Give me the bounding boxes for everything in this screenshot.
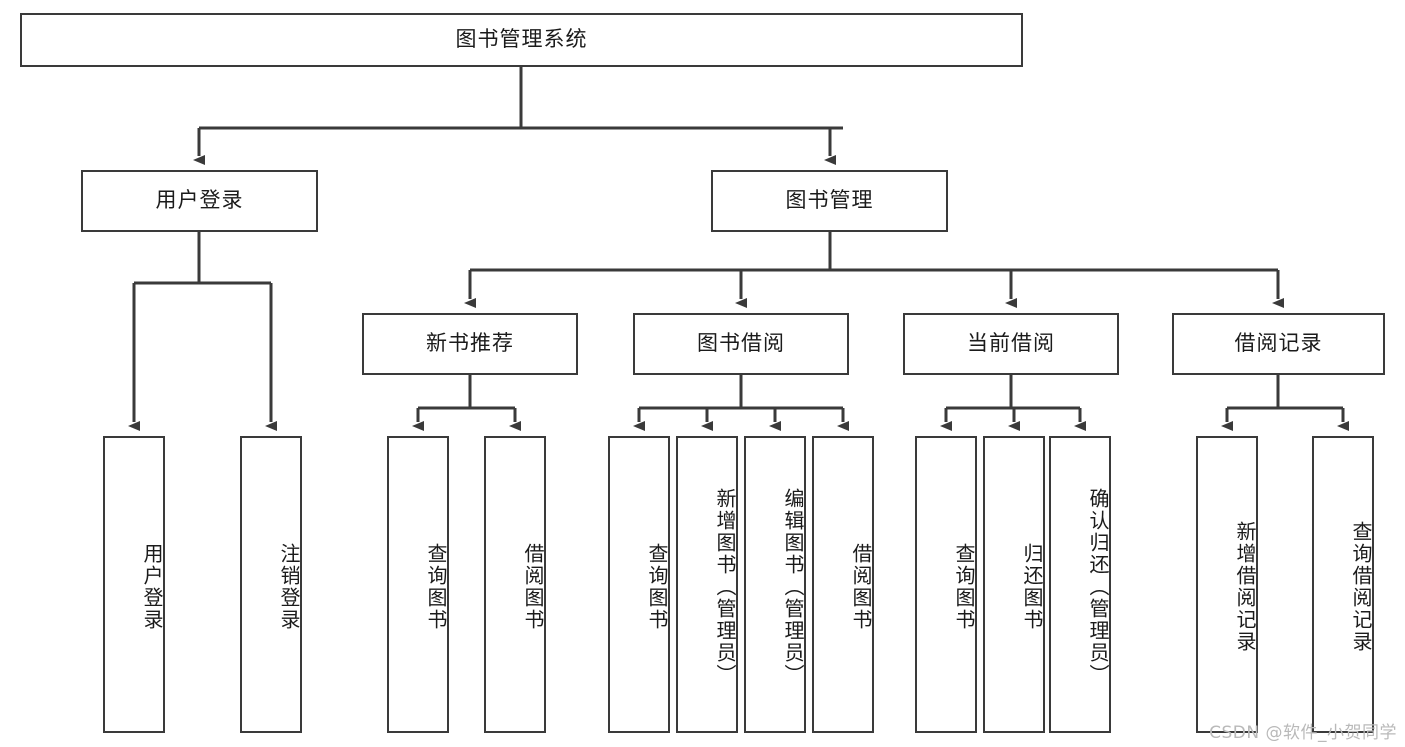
node-leaf-logout-label: 注销登录 xyxy=(277,542,301,631)
node-book-manage-label: 图书管理 xyxy=(785,188,874,213)
node-leaf-user-login-label: 用户登录 xyxy=(140,542,164,631)
node-leaf-query-record-label: 查询借阅记录 xyxy=(1349,520,1373,653)
node-root[interactable]: 图书管理系统 xyxy=(20,13,1023,67)
node-leaf-logout[interactable]: 注销登录 xyxy=(240,436,302,733)
node-root-label: 图书管理系统 xyxy=(455,27,588,52)
node-leaf-borrow-book[interactable]: 借阅图书 xyxy=(812,436,874,733)
node-leaf-add-book[interactable]: 新增图书（管理员） xyxy=(676,436,738,733)
node-leaf-query-record[interactable]: 查询借阅记录 xyxy=(1312,436,1374,733)
node-leaf-borrow-book-rec-label: 借阅图书 xyxy=(521,542,545,631)
node-book-manage[interactable]: 图书管理 xyxy=(711,170,948,232)
node-leaf-borrow-book-label: 借阅图书 xyxy=(849,542,873,631)
node-leaf-user-login[interactable]: 用户登录 xyxy=(103,436,165,733)
node-leaf-return-book-label: 归还图书 xyxy=(1020,542,1044,631)
node-leaf-confirm-return-label: 确认归还（管理员） xyxy=(1086,487,1110,686)
node-leaf-confirm-return[interactable]: 确认归还（管理员） xyxy=(1049,436,1111,733)
node-leaf-borrow-book-rec[interactable]: 借阅图书 xyxy=(484,436,546,733)
node-book-borrow[interactable]: 图书借阅 xyxy=(633,313,849,375)
node-new-book-recommend-label: 新书推荐 xyxy=(426,331,514,356)
node-leaf-add-record-label: 新增借阅记录 xyxy=(1233,520,1257,653)
node-borrow-record-label: 借阅记录 xyxy=(1234,331,1323,356)
node-borrow-record[interactable]: 借阅记录 xyxy=(1172,313,1385,375)
node-leaf-add-book-label: 新增图书（管理员） xyxy=(713,487,737,686)
node-current-borrow-label: 当前借阅 xyxy=(967,331,1055,356)
node-leaf-edit-book[interactable]: 编辑图书（管理员） xyxy=(744,436,806,733)
node-leaf-query-book-cur[interactable]: 查询图书 xyxy=(915,436,977,733)
node-current-borrow[interactable]: 当前借阅 xyxy=(903,313,1119,375)
node-user-login[interactable]: 用户登录 xyxy=(81,170,318,232)
node-leaf-query-book-rec-label: 查询图书 xyxy=(424,542,448,631)
node-leaf-query-book-cur-label: 查询图书 xyxy=(952,542,976,631)
node-leaf-query-book-rec[interactable]: 查询图书 xyxy=(387,436,449,733)
node-leaf-add-record[interactable]: 新增借阅记录 xyxy=(1196,436,1258,733)
node-leaf-edit-book-label: 编辑图书（管理员） xyxy=(781,487,805,686)
node-leaf-query-book[interactable]: 查询图书 xyxy=(608,436,670,733)
node-new-book-recommend[interactable]: 新书推荐 xyxy=(362,313,578,375)
node-leaf-return-book[interactable]: 归还图书 xyxy=(983,436,1045,733)
node-user-login-label: 用户登录 xyxy=(155,188,244,213)
node-leaf-query-book-label: 查询图书 xyxy=(645,542,669,631)
node-book-borrow-label: 图书借阅 xyxy=(697,331,785,356)
csdn-watermark: CSDN @软件_小贺同学 xyxy=(1209,723,1397,743)
